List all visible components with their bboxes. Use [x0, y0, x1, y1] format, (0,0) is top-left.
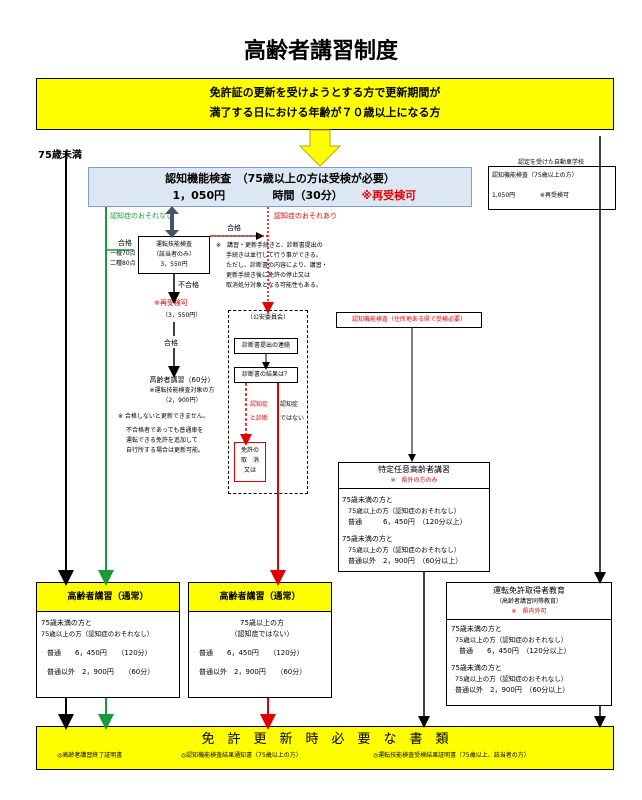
lecture-mid-row1: 普通 6，450円 （120分） [199, 649, 304, 657]
special-lecture-a1: 75歳未満の方と [342, 496, 393, 504]
driver-edu-b1: 75歳未満の方と [451, 664, 502, 672]
elderly-lecture-small-3: （2，900円） [162, 397, 202, 404]
eligibility-box: 免許証の更新を受けようとする方で更新期間が 満了する日における年齢が７０歳以上に… [36, 78, 614, 130]
special-lecture-note: ※ 県外の方のみ [390, 477, 438, 484]
driver-edu-subtitle: （高齢者講習同等教育） [495, 598, 562, 605]
cognitive-local-box: 認知機能検査（住所地ある県で受検必要） [336, 312, 482, 328]
lecture-mid-title: 高齢者講習（通常） [189, 583, 331, 612]
driving-school-line1: 認知機能検査（75歳以上の方） [492, 172, 578, 179]
dementia-label: 認知症のおそれあり [274, 212, 337, 220]
fail-label: 不合格 [178, 281, 199, 289]
public-safety-step1: 診断書提出の連絡 [234, 338, 298, 354]
required-documents-box: 免 許 更 新 時 必 要 な 書 類 ◎高齢者講習終了証明書 ◎認知機能検査結… [36, 726, 614, 770]
dementia-note-2: 手続きは並行して行う事ができる。 [226, 252, 322, 259]
required-doc-1: ◎高齢者講習終了証明書 [57, 752, 123, 759]
yellow-down-arrow [298, 129, 342, 167]
fail-notes-2: 不合格者であっても普通車を [126, 427, 204, 434]
driver-edu-box: 運転免許取得者教育 （高齢者講習同等教育） ※ 県内外可 75歳未満の方と 75… [446, 582, 612, 706]
driver-edu-note: ※ 県内外可 [447, 607, 611, 620]
driving-school-fee: 1,050円 [492, 192, 516, 199]
special-lecture-box: 特定任意高齢者講習 ※ 県外の方のみ 75歳未満の方と 75歳以上の方（認知症の… [338, 462, 490, 572]
public-safety-title: 〔公安委員会〕 [246, 314, 289, 321]
driver-edu-title: 運転免許取得者教育 [493, 586, 565, 595]
pass-left-title: 合格 [118, 239, 132, 247]
dementia-no: 認知症 ではない [280, 400, 304, 424]
pass-label-2: 合格 [164, 339, 178, 347]
driver-edu-a2: 75歳以上の方（認知症のおそれなし） [455, 636, 568, 644]
driving-test-line2: （該当者のみ） [152, 251, 195, 258]
lecture-mid-line1: 75歳以上の方 [240, 619, 284, 627]
fail-notes: ※ 合格しないと更新できません。 不合格者であっても普通車を 運転できる免許を追… [118, 412, 209, 456]
dementia-no-1: 認知症 [280, 401, 299, 408]
dementia-note-1: ※ 講習・更新手続きと、診断書提出の [216, 242, 323, 249]
lecture-mid-box: 高齢者講習（通常） 75歳以上の方 （認知症ではない） 普通 6，450円 （1… [188, 582, 332, 698]
lecture-left-row2: 普通以外 2，900円 （60分） [47, 668, 155, 676]
dementia-yes: 認知症 と診断 [250, 400, 268, 424]
special-lecture-title: 特定任意高齢者講習 [378, 465, 450, 474]
elderly-lecture-small-2: ※運転技能検査対象の方 [149, 387, 215, 394]
revoke-3: 又は [243, 467, 256, 474]
dementia-note-5: 取消処分対象となる可能性もある。 [226, 282, 322, 289]
pass-label-mid: 合格 [227, 224, 241, 232]
fail-notes-3: 運転できる免許を追加して [126, 437, 198, 444]
no-dementia-label: 認知症のおそれなし [110, 212, 173, 220]
special-lecture-b1: 75歳未満の方と [342, 535, 393, 543]
lecture-left-line2: 75歳以上の方（認知症のおそれなし） [41, 630, 154, 638]
cognitive-exam-title: 認知機能検査 （75歳以上の方は受検が必要） [165, 172, 395, 185]
pass-left-block: 合格 一種70点 二種80点 [110, 238, 136, 269]
cognitive-exam-time: 時間（30分） [272, 189, 343, 202]
special-lecture-b2: 75歳以上の方（認知症のおそれなし） [348, 546, 461, 554]
fail-notes-1: ※ 合格しないと更新できません。 [118, 413, 209, 420]
dementia-yes-1: 認知症 [250, 401, 269, 408]
special-lecture-a2: 75歳以上の方（認知症のおそれなし） [348, 507, 461, 515]
required-doc-2: ◎認知機能検査結果通知書（75歳以上の方） [180, 752, 302, 759]
driver-edu-b3: 普通以外 2，900円 （60分以上） [455, 686, 570, 694]
special-lecture-b3: 普通以外 2，900円 （60分以上） [348, 557, 463, 565]
driving-school-retest: ※再受検可 [539, 192, 569, 199]
lecture-left-row1: 普通 6，450円 （120分） [47, 649, 152, 657]
under75-label: 75歳未満 [38, 150, 82, 161]
lecture-mid-row2: 普通以外 2，900円 （60分） [199, 668, 307, 676]
page-title: 高齢者講習制度 [243, 39, 398, 64]
retest-fee: （3，550円） [162, 312, 202, 319]
driving-test-box: 運転技能検査 （該当者のみ） 3，550円 [138, 236, 210, 274]
driver-edu-a3: 普通 6，450円 （120分以上） [459, 647, 571, 655]
cognitive-exam-box: 認知機能検査 （75歳以上の方は受検が必要） 1，050円 時間（30分） ※再… [88, 167, 472, 207]
lecture-left-line1: 75歳未満の方と [41, 619, 92, 627]
lecture-left-title: 高齢者講習（通常） [37, 583, 179, 612]
fail-notes-4: 自行所する場合は更新可能。 [126, 447, 205, 454]
special-lecture-a3: 普通 6，450円 （120分以上） [348, 518, 467, 526]
driving-school-box: 認定を受けた自動車学校 [486, 159, 616, 208]
driving-school-detail: 認知機能検査（75歳以上の方） 1,050円 ※再受検可 [488, 166, 616, 210]
elderly-lecture-small: 高齢者講習（60分） ※運転技能検査対象の方 （2，900円） [132, 375, 232, 406]
driver-edu-b2: 75歳以上の方（認知症のおそれなし） [455, 675, 568, 683]
cognitive-exam-fee: 1，050円 [172, 189, 226, 202]
dementia-note-3: ただし、診断書の内容により、講習・ [226, 262, 328, 269]
revoke-2: 取 消 [240, 457, 259, 464]
driving-test-fee: 3，550円 [160, 261, 188, 268]
driving-test-line1: 運転技能検査 [155, 241, 192, 248]
cognitive-exam-retest: ※再受検可 [361, 189, 417, 202]
required-documents-title: 免 許 更 新 時 必 要 な 書 類 [201, 732, 449, 747]
revoke-1: 免許の [240, 447, 259, 454]
dementia-yes-2: と診断 [250, 415, 269, 422]
lecture-left-box: 高齢者講習（通常） 75歳未満の方と 75歳以上の方（認知症のおそれなし） 普通… [36, 582, 180, 698]
driving-school-header: 認定を受けた自動車学校 [517, 159, 584, 166]
dementia-no-2: ではない [280, 415, 305, 422]
eligibility-line-2: 満了する日における年齢が７０歳以上になる方 [209, 106, 441, 119]
pass-left-line1: 一種70点 [110, 250, 136, 257]
required-doc-3: ◎運転技能検査受検結果証明書（75歳以上、該当者の方） [372, 752, 530, 759]
pass-left-line2: 二種80点 [110, 260, 136, 267]
driver-edu-a1: 75歳未満の方と [451, 625, 502, 633]
lecture-mid-line2: （認知症ではない） [230, 630, 294, 638]
elderly-lecture-small-1: 高齢者講習（60分） [149, 376, 215, 384]
eligibility-line-1: 免許証の更新を受けようとする方で更新期間が [209, 86, 441, 99]
